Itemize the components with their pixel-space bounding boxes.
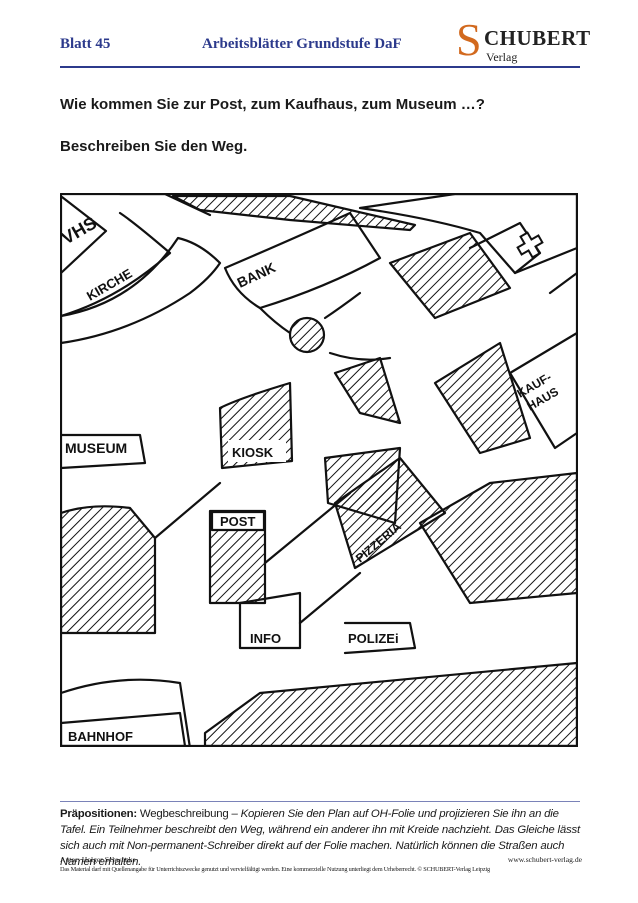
label-info: INFO <box>250 631 281 646</box>
block-polizei <box>343 621 417 655</box>
page-header: Blatt 45 Arbeitsblätter Grundstufe DaF S… <box>0 0 638 70</box>
block-hatched-north <box>388 231 512 320</box>
block-right-wedge <box>548 251 578 295</box>
road-center-east <box>328 351 392 361</box>
footer-text: Präpositionen: Wegbeschreibung – Kopiere… <box>60 806 582 870</box>
road-diagonal <box>153 481 362 625</box>
block-kirche <box>60 236 222 345</box>
block-bank <box>223 211 382 310</box>
footer-meta: Autor: Holger Schwenke www.schubert-verl… <box>60 855 582 864</box>
footer-instructions: Kopieren Sie den Plan auf OH-Folie und p… <box>60 808 580 868</box>
question-2: Beschreiben Sie den Weg. <box>60 138 248 155</box>
block-top-right <box>358 193 578 275</box>
post-sign <box>210 510 266 532</box>
footer-topic: Wegbeschreibung <box>139 808 229 820</box>
publisher-logo: S CHUBERT Verlag <box>454 14 590 66</box>
block-top-strip <box>118 193 212 217</box>
block-hatched-right-middle <box>418 471 578 605</box>
series-title: Arbeitsblätter Grundstufe DaF <box>202 36 402 52</box>
block-hatched-center <box>333 356 402 425</box>
road-bottom-curve <box>60 678 191 747</box>
footer-dash: – <box>231 808 238 820</box>
label-bank: BANK <box>235 259 278 291</box>
city-map: VHS KIRCHE BANK KAUF- HAUS MUSEUM KIOSK … <box>60 193 578 747</box>
header-rule <box>60 66 580 68</box>
question-1: Wie kommen Sie zur Post, zum Kaufhaus, z… <box>60 96 485 113</box>
block-kaufhaus <box>508 331 578 450</box>
kiosk-sign <box>228 440 286 462</box>
website: www.schubert-verlag.de <box>507 855 582 864</box>
block-southwest <box>60 505 157 635</box>
label-kiosk: KIOSK <box>232 445 274 460</box>
copyright: Das Material darf mit Quellenangabe für … <box>60 866 490 873</box>
label-bahnhof: BAHNHOF <box>68 729 133 744</box>
footer-label: Präpositionen: <box>60 808 137 820</box>
label-post: POST <box>220 514 255 529</box>
block-info <box>238 591 302 650</box>
logo-s: S <box>456 14 482 65</box>
block-museum <box>60 433 147 470</box>
sheet-number: Blatt 45 <box>60 36 111 52</box>
author: Autor: Holger Schwenke <box>60 855 136 864</box>
logo-sub: Verlag <box>486 50 518 64</box>
block-hatched-east <box>433 341 532 455</box>
roundabout <box>288 316 326 354</box>
block-bahnhof <box>60 711 187 747</box>
road-center-north <box>258 291 362 335</box>
logo-name: CHUBERT <box>484 26 591 50</box>
label-polizei: POLIZEi <box>348 631 399 646</box>
block-wedge-top <box>171 194 417 232</box>
cross-icon <box>516 231 544 259</box>
footer-rule <box>60 801 580 802</box>
block-southeast <box>203 661 578 747</box>
label-museum: MUSEUM <box>65 440 127 456</box>
